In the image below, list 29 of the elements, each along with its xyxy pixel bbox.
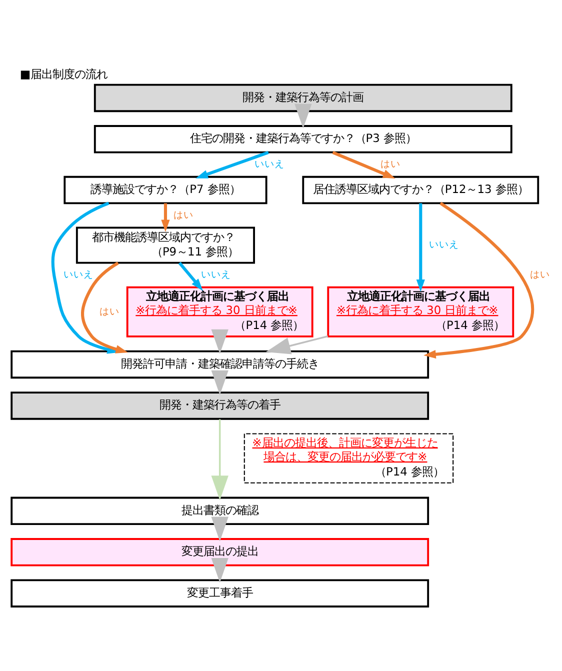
arrow — [211, 370, 228, 394]
edge-label: いいえ — [200, 269, 231, 280]
arrow — [266, 334, 328, 354]
arrow — [211, 418, 228, 500]
edge-label: はい — [380, 158, 400, 170]
arrow — [416, 202, 425, 292]
node-box: 住宅の開発・建築行為等ですか？（P3 参照） — [94, 124, 512, 153]
edge-label: はい — [173, 209, 194, 220]
arrow — [211, 328, 228, 354]
node-box: 居住誘導区域内ですか？（P12～13 参照） — [302, 175, 540, 204]
edge-label: はい — [100, 306, 120, 317]
arrow — [178, 261, 203, 290]
node-box: 誘導施設ですか？（P7 参照） — [64, 175, 268, 204]
edge-label: いいえ — [428, 239, 459, 250]
arrow — [161, 202, 170, 232]
node-box: 変更工事着手 — [10, 578, 430, 607]
diagram-title: ■届出制度の流れ — [20, 66, 108, 81]
edge-label: はい — [530, 269, 550, 280]
node-box: 立地適正化計画に基づく届出 ※行為に着手する 30 日前まで※ （P14 参照） — [327, 286, 514, 337]
arrow — [211, 558, 228, 582]
arrow — [424, 201, 534, 358]
arrow — [211, 516, 228, 541]
node-box: 都市機能誘導区域内ですか？ （P9～11 参照） — [76, 226, 255, 264]
node-box: ※届出の提出後、計画に変更が生じた場合は、変更の届出が必要です※ （P14 参照） — [244, 432, 454, 483]
edge-label: いいえ — [63, 269, 94, 280]
arrow — [294, 103, 312, 128]
edge-label: いいえ — [254, 158, 284, 170]
arrow — [196, 150, 269, 178]
node-box: 開発・建築行為等の着手 — [10, 391, 430, 420]
